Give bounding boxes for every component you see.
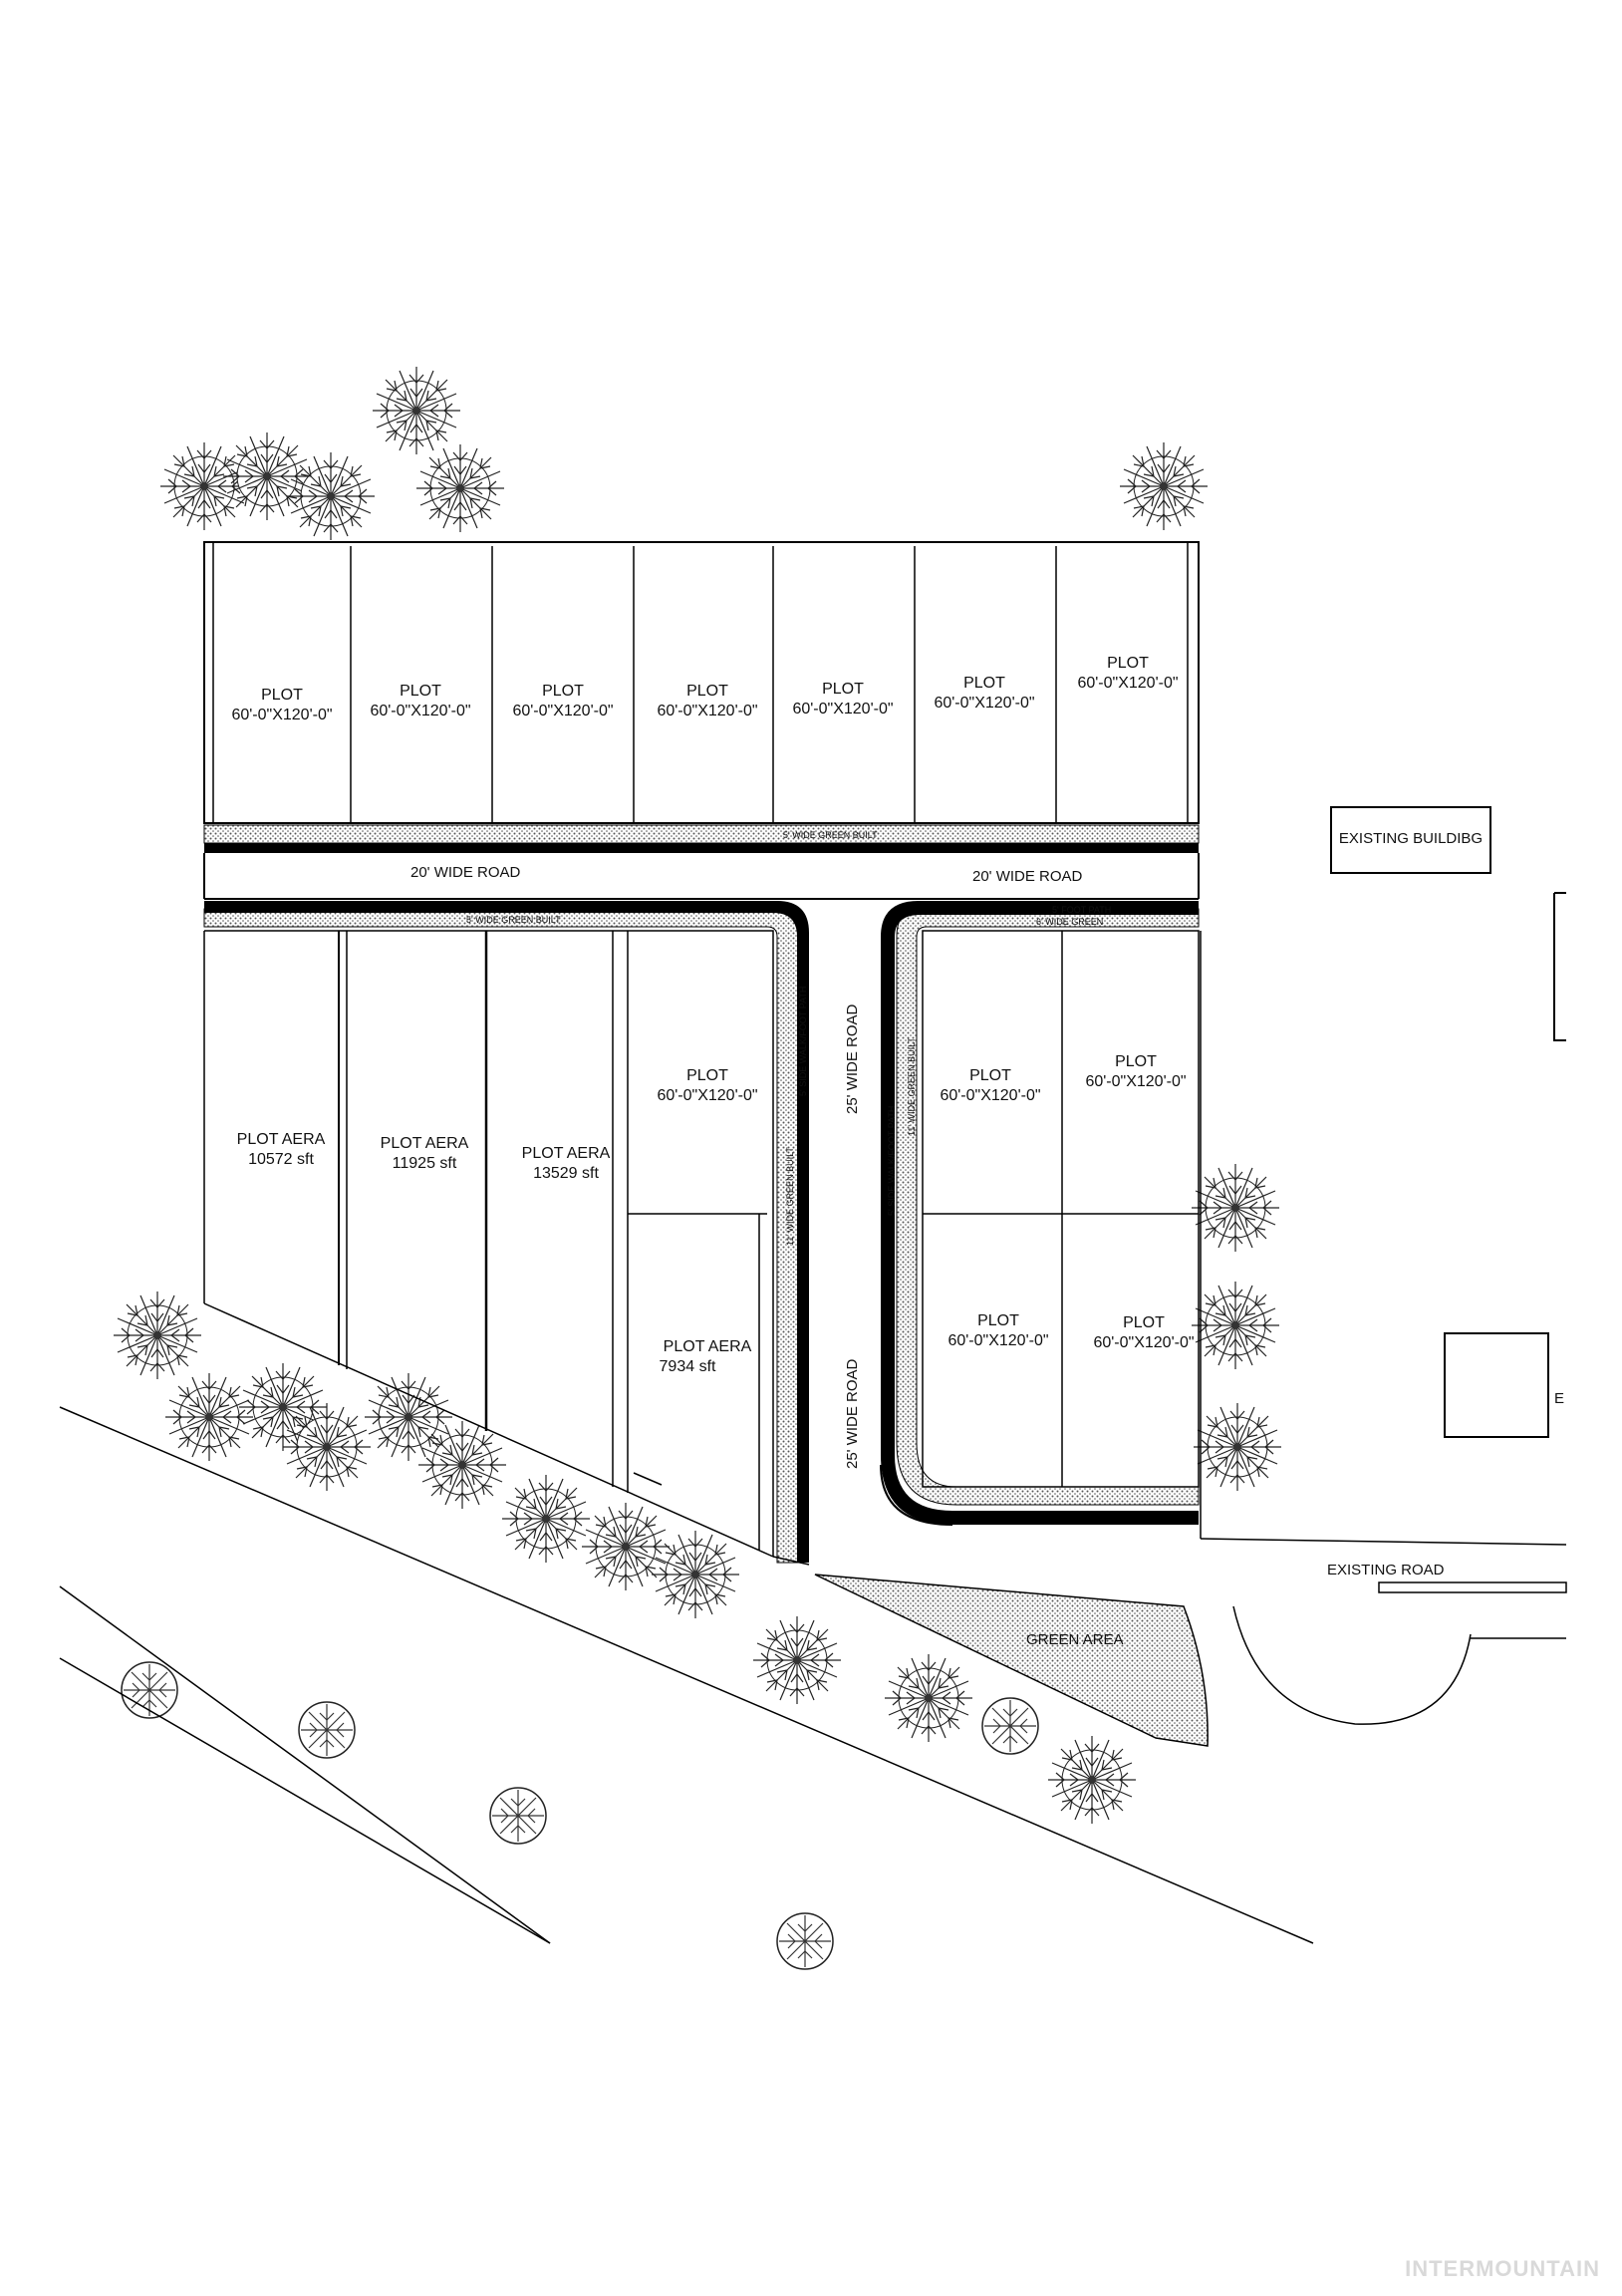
right-plot-labels: PLOT 60'-0"X120'-0" PLOT 60'-0"X120'-0" … [940, 1053, 1194, 1351]
top-plot-5-name: PLOT [822, 681, 864, 698]
top-plot-7-size: 60'-0"X120'-0" [1077, 675, 1178, 692]
top-plot-1-size: 60'-0"X120'-0" [231, 707, 332, 723]
existing-road-lines [1200, 892, 1567, 1725]
road-curb-right [881, 901, 1199, 1525]
right-green-label: 6' WIDE GREEN [1036, 917, 1103, 927]
top-green-strip [203, 824, 1200, 844]
right-plot-2-name: PLOT [1115, 1053, 1157, 1070]
road-20-left-label: 20' WIDE ROAD [410, 864, 521, 881]
walk-path-right-label: 5' SIDE WALK/FOOT PATH [887, 1106, 897, 1216]
right-plot-3-name: PLOT [977, 1312, 1019, 1329]
main-road-lines [59, 1406, 1314, 1944]
watermark: INTERMOUNTAIN [1405, 2256, 1600, 2281]
existing-building-label: EXISTING BUILDIBG [1339, 830, 1483, 847]
right-plot-1-size: 60'-0"X120'-0" [940, 1087, 1040, 1104]
plot-area-4-name: PLOT AERA [664, 1338, 752, 1355]
road-labels: 20' WIDE ROAD 20' WIDE ROAD 25' WIDE ROA… [410, 864, 1445, 1578]
top-plot-block [203, 541, 1200, 824]
road-curb-left [204, 901, 809, 1563]
green-area-label: GREEN AREA [1026, 1631, 1124, 1648]
plot-area-labels: PLOT AERA 10572 sft PLOT AERA 11925 sft … [237, 1131, 752, 1375]
right-plot-1-name: PLOT [969, 1067, 1011, 1084]
walk-path-left-label: 5' SIDE WALK/FOOT PATH [798, 987, 808, 1096]
plot-area-1-name: PLOT AERA [237, 1131, 326, 1148]
road-20-right-label: 20' WIDE ROAD [972, 868, 1083, 885]
plot-area-2-name: PLOT AERA [381, 1135, 469, 1152]
plot-area-3-value: 13529 sft [533, 1165, 599, 1182]
top-plot-2-name: PLOT [400, 683, 441, 700]
green-left-label: 11' WIDE GREEN BUILT [785, 1147, 795, 1246]
top-plot-3-name: PLOT [542, 683, 584, 700]
top-plot-1-name: PLOT [261, 687, 303, 704]
right-plot-3-size: 60'-0"X120'-0" [947, 1332, 1048, 1349]
right-green-strip [896, 908, 1200, 1506]
middle-plot-label: PLOT 60'-0"X120'-0" [657, 1067, 757, 1104]
top-plot-7-name: PLOT [1107, 655, 1149, 672]
right-plot-lines [922, 930, 1200, 1488]
middle-plot-name: PLOT [686, 1067, 728, 1084]
right-plot-2-size: 60'-0"X120'-0" [1085, 1073, 1186, 1090]
plot-area-1-value: 10572 sft [248, 1151, 314, 1168]
top-plot-3-size: 60'-0"X120'-0" [512, 703, 613, 719]
top-plot-labels: PLOT 60'-0"X120'-0" PLOT 60'-0"X120'-0" … [231, 655, 1178, 723]
existing-road-label: EXISTING ROAD [1327, 1562, 1445, 1578]
plot-area-3-name: PLOT AERA [522, 1145, 611, 1162]
right-plot-4-name: PLOT [1123, 1314, 1165, 1331]
top-green-label: 5' WIDE GREEN BUILT [783, 830, 878, 840]
road-25-upper-label: 25' WIDE ROAD [844, 1004, 861, 1114]
left-green-label: 5' WIDE GREEN BUILT [466, 915, 561, 925]
top-plot-2-size: 60'-0"X120'-0" [370, 703, 470, 719]
green-area [814, 1574, 1209, 1747]
strip-labels: 5' WIDE GREEN BUILT 5' WIDE GREEN BUILT … [466, 830, 1111, 1246]
plot-area-4-value: 7934 sft [660, 1358, 716, 1375]
left-plot-lines [203, 930, 774, 1558]
existing-building [1330, 806, 1491, 874]
green-right-label: 11' WIDE GREEN BUILT [907, 1037, 917, 1136]
top-plot-4-size: 60'-0"X120'-0" [657, 703, 757, 719]
top-plot-6-size: 60'-0"X120'-0" [934, 695, 1034, 712]
middle-plot-size: 60'-0"X120'-0" [657, 1087, 757, 1104]
top-plot-4-name: PLOT [686, 683, 728, 700]
small-building [1444, 1332, 1549, 1438]
plot-area-2-value: 11925 sft [393, 1155, 457, 1172]
road-curb-top [204, 843, 1199, 853]
top-plot-5-size: 60'-0"X120'-0" [792, 701, 893, 718]
foot-path-label: 5' FOOT PATH [1052, 905, 1111, 915]
top-plot-6-name: PLOT [963, 675, 1005, 692]
right-plot-4-size: 60'-0"X120'-0" [1093, 1334, 1194, 1351]
road-25-lower-label: 25' WIDE ROAD [844, 1358, 861, 1469]
cut-off-letter: E [1554, 1390, 1564, 1407]
